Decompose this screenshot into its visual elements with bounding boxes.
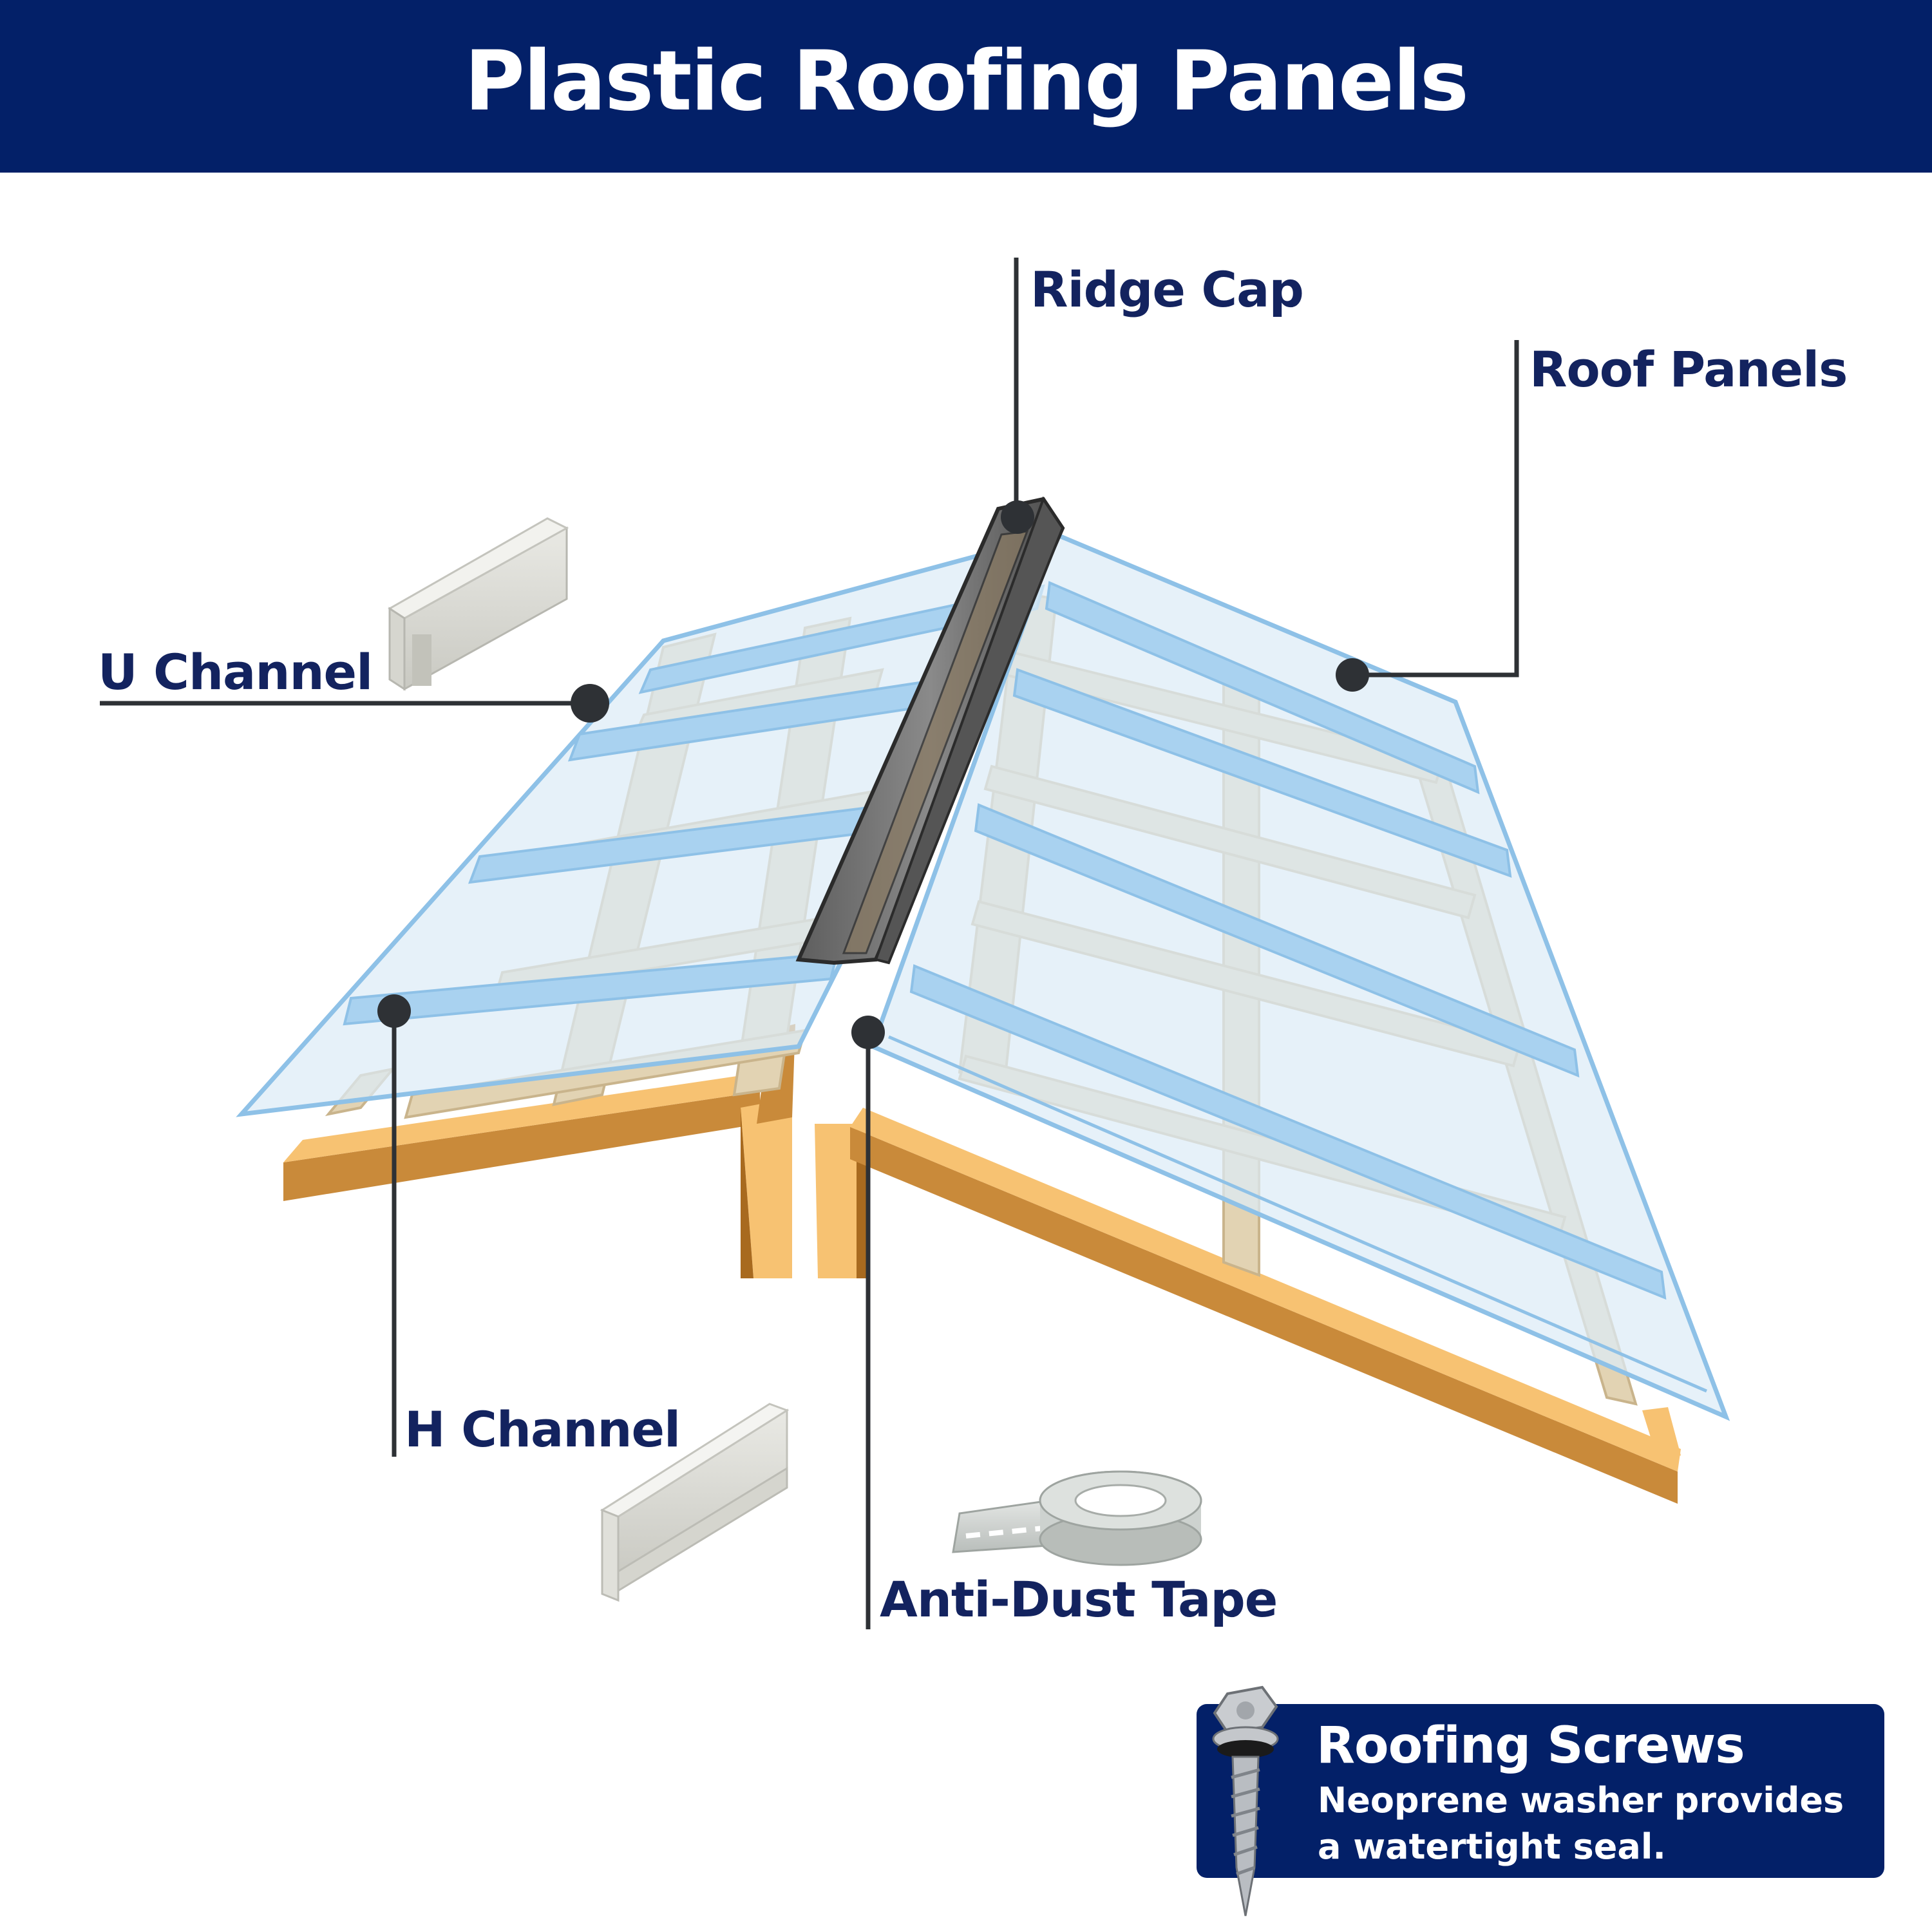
ridge-cap bbox=[795, 496, 1065, 965]
left-post-shadow bbox=[741, 1108, 753, 1278]
header-banner: Plastic Roofing Panels bbox=[0, 0, 1932, 173]
right-h-strip bbox=[909, 964, 1667, 1300]
page-title: Plastic Roofing Panels bbox=[464, 33, 1469, 129]
roofing-screw-icon bbox=[1212, 1685, 1279, 1917]
right-roof-panel bbox=[869, 531, 1730, 1421]
leader-lines bbox=[100, 258, 1519, 1629]
right-post bbox=[815, 1124, 857, 1278]
h-channel-icon bbox=[600, 1403, 790, 1602]
roofing-screws-description: Neoprene washer provides a watertight se… bbox=[1318, 1780, 1844, 1867]
u-channel-icon bbox=[388, 517, 569, 691]
h-channel-dot bbox=[377, 994, 411, 1028]
right-h-strip bbox=[974, 803, 1580, 1078]
right-eave-beam-top bbox=[850, 1108, 1681, 1472]
left-eave-beam bbox=[283, 1092, 760, 1201]
ridge-cap-dot bbox=[1001, 500, 1034, 534]
left-eave-beam-top bbox=[283, 1072, 763, 1162]
ridge-cap-label: Ridge Cap bbox=[1030, 261, 1304, 318]
right-gable-rafter bbox=[1642, 1407, 1681, 1462]
u-channel-dot bbox=[571, 684, 609, 723]
u-channel-label: U Channel bbox=[98, 643, 373, 701]
roof-panels bbox=[236, 531, 1730, 1421]
h-channel-label: H Channel bbox=[404, 1401, 681, 1458]
right-h-strip bbox=[1045, 581, 1480, 795]
anti-dust-tape-dot bbox=[851, 1016, 885, 1049]
right-eave-beam bbox=[850, 1127, 1678, 1504]
roofing-screws-title: Roofing Screws bbox=[1316, 1717, 1745, 1775]
anti-dust-tape-label: Anti-Dust Tape bbox=[880, 1571, 1278, 1628]
leader-dots bbox=[377, 500, 1369, 1049]
left-roof-panel bbox=[236, 531, 1061, 1117]
left-post bbox=[741, 1098, 792, 1278]
right-h-strip bbox=[1012, 668, 1512, 878]
right-panel-edge bbox=[888, 1035, 1707, 1393]
roofing-screws-card bbox=[1197, 1704, 1884, 1878]
roof-panels-label: Roof Panels bbox=[1530, 341, 1848, 398]
tape-roll-icon bbox=[952, 1470, 1202, 1566]
roof-panels-dot bbox=[1336, 658, 1369, 692]
left-h-strip bbox=[343, 951, 839, 1026]
roof-panels-leader bbox=[1352, 340, 1519, 677]
